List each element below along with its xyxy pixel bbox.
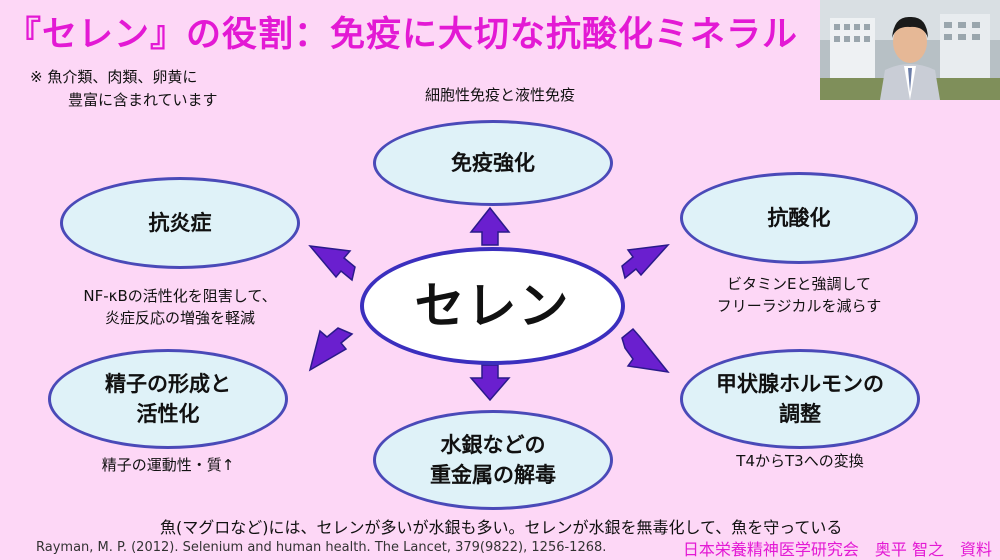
arrow-lower-right [621, 327, 670, 374]
node-thyroid: 甲状腺ホルモンの 調整 [680, 349, 920, 449]
arrow-down [469, 364, 511, 402]
caption-anti-inflammation: NF-κBの活性化を阻害して、 炎症反応の増強を軽減 [55, 285, 305, 329]
node-selenium-center: セレン [360, 247, 625, 365]
footer-explanation: 魚(マグロなど)には、セレンが多いが水銀も多い。セレンが水銀を無毒化して、魚を守… [160, 518, 843, 537]
food-source-note: ※ 魚介類、肉類、卵黄に 豊富に含まれています [30, 66, 218, 112]
caption-antioxidation: ビタミンEと強調して フリーラジカルを減らす [680, 273, 918, 317]
presenter-video [820, 0, 1000, 100]
caption-sperm: 精子の運動性・質↑ [101, 456, 235, 474]
node-sperm-line-1: 精子の形成と [105, 372, 231, 396]
arrow-up [469, 206, 511, 246]
note-line-1: ※ 魚介類、肉類、卵黄に [30, 68, 198, 86]
caption-immune: 細胞性免疫と液性免疫 [424, 86, 575, 104]
node-thyroid-line-1: 甲状腺ホルモンの [716, 372, 884, 396]
arrow-upper-right [621, 244, 670, 280]
caption-anti-inflammation-line-2: 炎症反応の増強を軽減 [104, 309, 255, 327]
caption-antioxidation-line-1: ビタミンEと強調して [726, 275, 872, 293]
citation-reference: Rayman, M. P. (2012). Selenium and human… [36, 540, 607, 555]
node-antioxidation: 抗酸化 [680, 172, 918, 264]
node-mercury-line-1: 水銀などの [440, 433, 546, 457]
caption-anti-inflammation-line-1: NF-κBの活性化を阻害して、 [83, 287, 277, 305]
arrow-upper-left [308, 245, 356, 282]
node-anti-inflammation: 抗炎症 [60, 177, 300, 269]
presenter-image [820, 0, 1000, 100]
node-immune-boost: 免疫強化 [373, 120, 613, 206]
page-title: 『セレン』の役割：免疫に大切な抗酸化ミネラル [6, 15, 799, 55]
caption-antioxidation-line-2: フリーラジカルを減らす [716, 297, 882, 315]
caption-thyroid: T4からT3への変換 [736, 452, 864, 470]
arrow-lower-left [308, 327, 354, 372]
note-line-2: 豊富に含まれています [68, 91, 218, 109]
node-sperm-formation: 精子の形成と 活性化 [48, 349, 288, 449]
source-credit: 日本栄養精神医学研究会 奥平 智之 資料 [682, 540, 992, 559]
node-thyroid-line-2: 調整 [779, 402, 821, 426]
node-mercury-detox: 水銀などの 重金属の解毒 [373, 410, 613, 510]
node-sperm-line-2: 活性化 [136, 402, 200, 426]
node-mercury-line-2: 重金属の解毒 [430, 463, 556, 487]
